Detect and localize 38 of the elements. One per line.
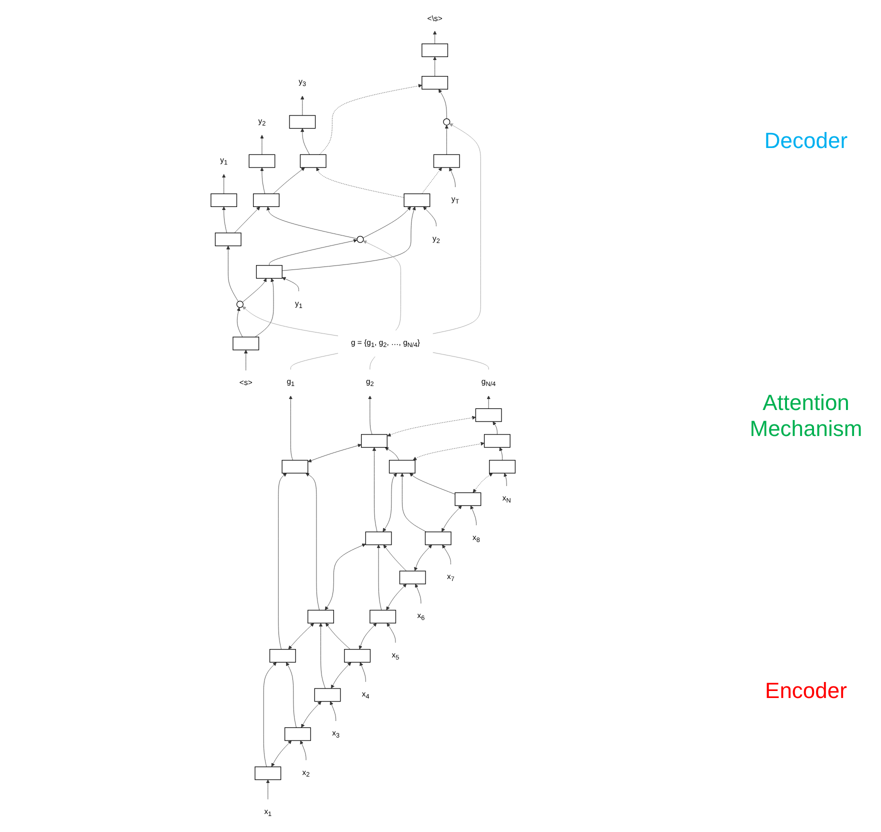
node-box [214, 232, 242, 246]
section-label: Decoder [763, 128, 849, 154]
node-box [489, 460, 516, 474]
node-box [248, 154, 276, 168]
connector [370, 356, 376, 370]
node-box [253, 193, 280, 207]
node-box [282, 460, 308, 474]
node-box [404, 193, 430, 207]
node-box [365, 532, 392, 546]
node-box [424, 532, 452, 546]
node-circle [356, 236, 364, 243]
node-box [232, 336, 260, 350]
connector [432, 352, 489, 370]
node-box [422, 44, 448, 58]
node-circle [443, 118, 450, 126]
node-box [308, 610, 334, 624]
node-box [399, 570, 426, 584]
node-box [454, 492, 482, 506]
node-box [361, 434, 388, 448]
node-box [344, 649, 371, 663]
node-box [314, 688, 341, 702]
node-box [210, 193, 238, 207]
node-box [300, 154, 326, 168]
node-box [289, 115, 316, 129]
node-box [254, 766, 282, 780]
node-box [256, 265, 282, 279]
node-box [269, 649, 296, 663]
node-box [388, 460, 416, 474]
node-box [422, 76, 448, 90]
connector [290, 353, 338, 370]
node-box [433, 154, 460, 168]
node-circle [236, 300, 244, 308]
section-label: Attention Mechanism [748, 390, 864, 442]
node-box [484, 434, 510, 448]
section-label: Encoder [764, 678, 848, 704]
node-box [370, 610, 396, 624]
node-box [284, 727, 311, 741]
node-box [475, 408, 502, 422]
